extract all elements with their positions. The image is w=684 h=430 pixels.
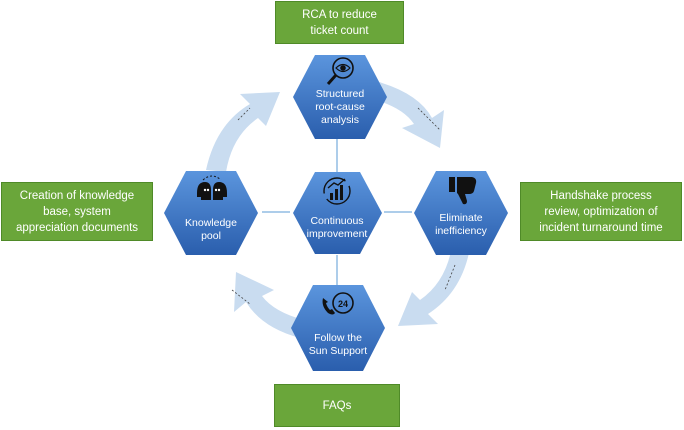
heads-sharing-icon: [197, 175, 227, 200]
svg-text:24: 24: [338, 299, 348, 309]
node-label-bottom: Follow the Sun Support: [308, 332, 368, 357]
hexagon-right: [414, 171, 508, 255]
node-label-center: Continuous improvement: [306, 215, 368, 240]
thumbs-down-icon: [449, 177, 477, 205]
growth-chart-icon: [323, 177, 351, 205]
hexagon-center: [293, 172, 382, 254]
arrow-right-bottom: [398, 246, 470, 326]
connectors: [262, 135, 412, 290]
arrow-left-top: [206, 92, 280, 172]
hexagon-left: [164, 171, 258, 255]
outcome-box-bottom: FAQs: [274, 384, 400, 427]
eye-magnifier-icon: [326, 57, 354, 85]
outcome-box-right: Handshake process review, optimization o…: [520, 182, 682, 241]
outcome-box-top: RCA to reduce ticket count: [275, 1, 404, 44]
node-label-top: Structured root-cause analysis: [315, 88, 365, 126]
arrow-bottom-left: [234, 272, 304, 338]
hexagon-top: [293, 55, 387, 139]
arrow-dashes: [231, 107, 456, 305]
node-label-left: Knowledge pool: [185, 217, 237, 242]
hexagon-bottom: [291, 285, 385, 371]
node-label-right: Eliminate inefficiency: [435, 212, 487, 237]
phone-24-icon: 24: [322, 292, 354, 315]
outcome-box-left: Creation of knowledge base, system appre…: [1, 182, 153, 241]
